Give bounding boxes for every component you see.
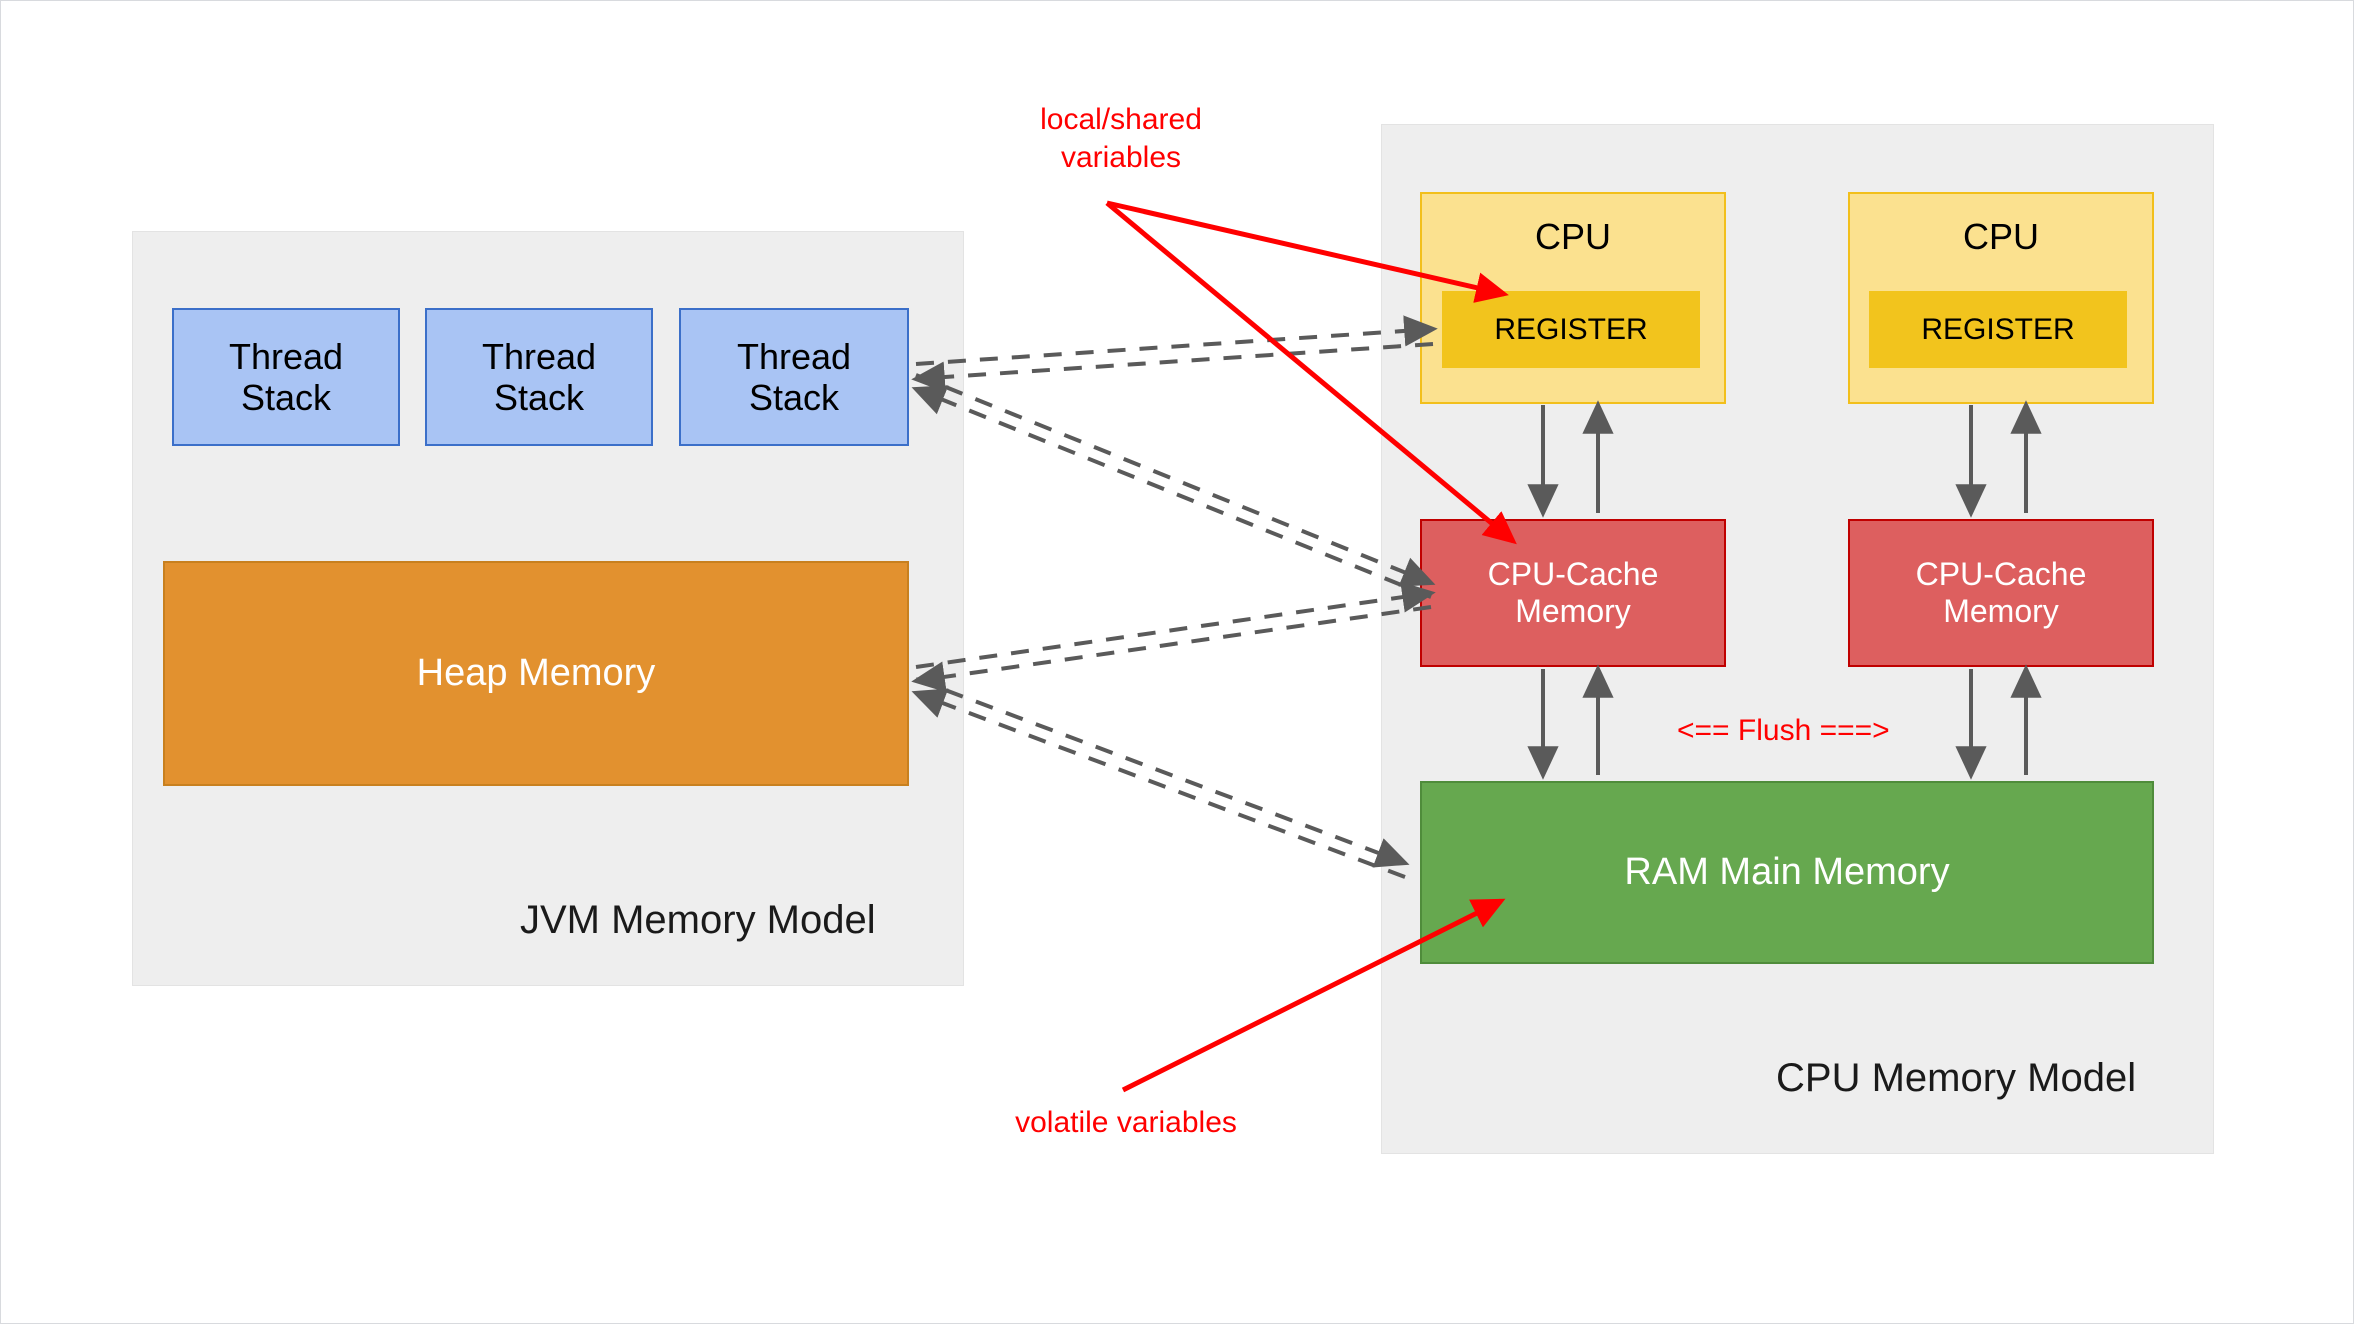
dashed-arrow-heap-cache — [911, 581, 1436, 693]
jvm-memory-model-caption: JVM Memory Model — [520, 898, 876, 942]
cpu-memory-model-caption: CPU Memory Model — [1776, 1056, 2137, 1100]
cpu-cache-memory-box-2: CPU-Cache Memory — [1848, 519, 2154, 667]
register-box-2: REGISTER — [1869, 291, 2127, 368]
thread-stack-box-3: Thread Stack — [679, 308, 909, 446]
register-box-1: REGISTER — [1442, 291, 1700, 368]
dashed-arrow-threadstack-cache — [911, 373, 1436, 599]
thread-stack-box-1: Thread Stack — [172, 308, 400, 446]
heap-memory-box: Heap Memory — [163, 561, 909, 786]
dashed-arrow-heap-ram — [911, 677, 1410, 879]
thread-stack-box-2: Thread Stack — [425, 308, 653, 446]
flush-label: <== Flush ===> — [1677, 714, 1890, 747]
dashed-arrow-threadstack-register — [911, 315, 1438, 393]
cpu-cache-memory-box-1: CPU-Cache Memory — [1420, 519, 1726, 667]
local-shared-variables-label: local/shared variables — [1040, 103, 1202, 174]
volatile-variables-label: volatile variables — [1015, 1106, 1237, 1139]
ram-main-memory-box: RAM Main Memory — [1420, 781, 2154, 964]
